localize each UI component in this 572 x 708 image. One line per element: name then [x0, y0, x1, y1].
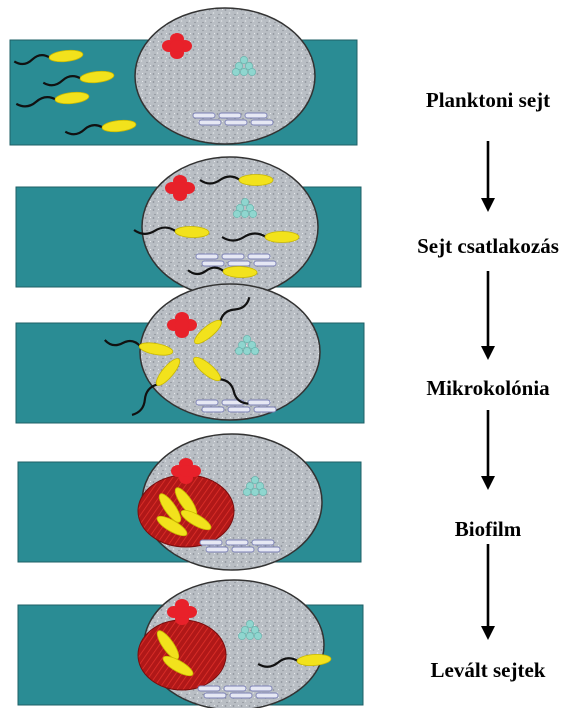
- biofilm-matrix: [138, 620, 226, 690]
- down-arrow-icon: [481, 544, 495, 640]
- stage-panel-3: [16, 284, 364, 423]
- stage-label-1: Planktoni sejt: [426, 88, 550, 113]
- stage-panel-4: [18, 434, 361, 570]
- stage-label-3: Mikrokolónia: [426, 376, 549, 401]
- stage-panel-5: [18, 580, 363, 708]
- stage-panel-1: [10, 8, 357, 145]
- stage-panel-2: [16, 157, 361, 297]
- down-arrow-icon: [481, 410, 495, 490]
- down-arrow-icon: [481, 141, 495, 212]
- stage-label-4: Biofilm: [455, 517, 522, 542]
- down-arrow-icon: [481, 271, 495, 360]
- stage-label-5: Levált sejtek: [431, 658, 546, 683]
- stage-label-2: Sejt csatlakozás: [417, 234, 559, 259]
